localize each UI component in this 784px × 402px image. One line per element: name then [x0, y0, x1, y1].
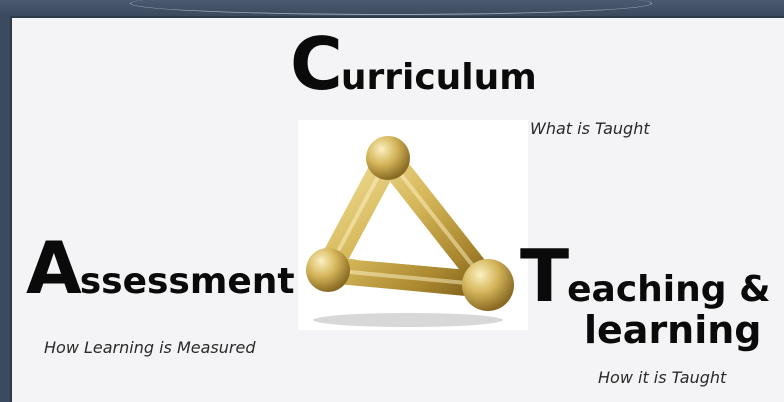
curriculum-initial: C: [290, 22, 343, 106]
triangle-image: [298, 120, 528, 330]
decorative-arc: [130, 0, 652, 15]
assessment-heading: Assessment: [26, 228, 295, 328]
assessment-initial: A: [26, 226, 82, 310]
teaching-heading: Teaching &: [520, 236, 770, 336]
gold-triangle-icon: [306, 136, 514, 327]
slide: Curriculum What is Taught: [10, 16, 784, 402]
assessment-subtitle: How Learning is Measured: [44, 338, 256, 357]
curriculum-rest: urriculum: [340, 57, 537, 98]
teaching-rest: eaching &: [567, 269, 771, 310]
top-frame: [0, 0, 784, 16]
teaching-subtitle: How it is Taught: [598, 368, 727, 387]
teaching-heading-line2: learning: [584, 308, 762, 352]
teaching-initial: T: [520, 234, 569, 318]
curriculum-heading: Curriculum: [290, 24, 537, 124]
curriculum-subtitle: What is Taught: [530, 119, 650, 138]
assessment-rest: ssessment: [79, 261, 295, 302]
